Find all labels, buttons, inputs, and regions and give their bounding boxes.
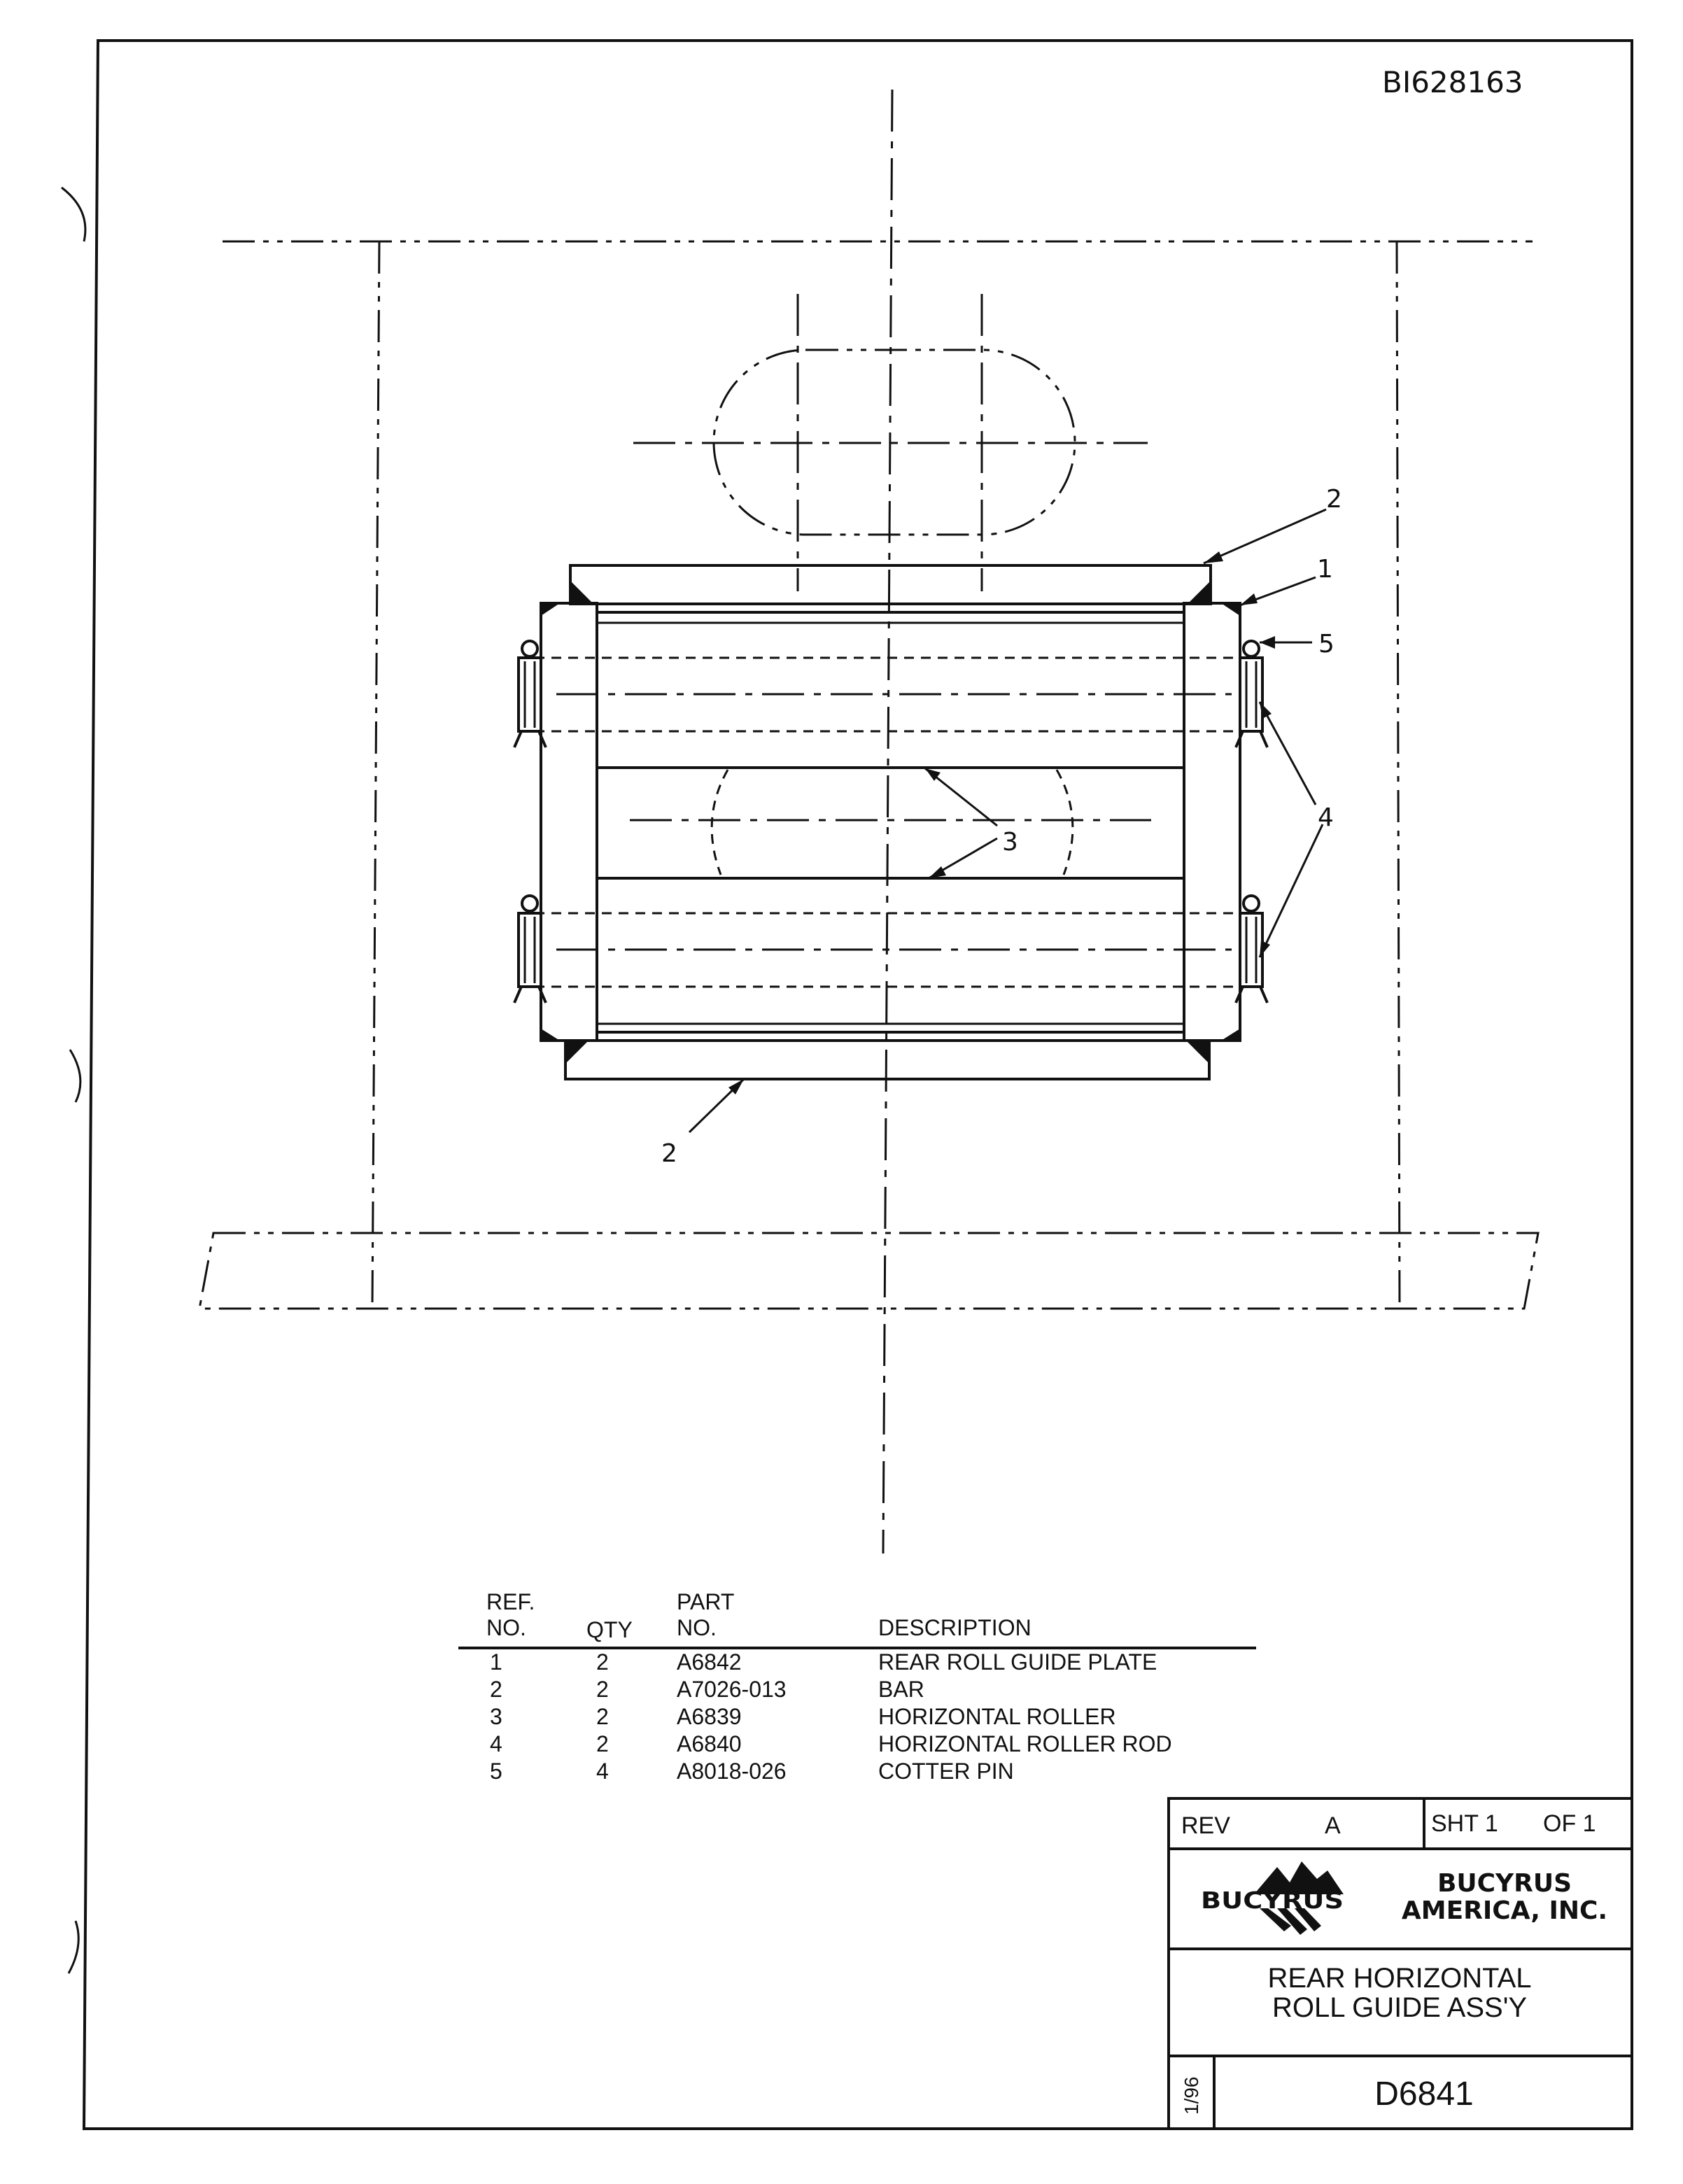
row2-part: A7026-013 bbox=[677, 1677, 787, 1702]
header-description: DESCRIPTION bbox=[878, 1615, 1031, 1640]
row2-description: BAR bbox=[878, 1677, 924, 1702]
drawing-date: 1/96 bbox=[1181, 2077, 1202, 2115]
row5-description: COTTER PIN bbox=[878, 1759, 1014, 1784]
rod-end-left-lower bbox=[513, 894, 547, 1003]
header-qty: QTY bbox=[586, 1617, 633, 1642]
sheet-label: SHT 1 bbox=[1431, 1810, 1498, 1837]
vertical-centerline bbox=[882, 89, 894, 1554]
rev-label: REV bbox=[1181, 1812, 1230, 1839]
row1-qty: 2 bbox=[596, 1649, 609, 1675]
row2-qty: 2 bbox=[596, 1677, 609, 1702]
phantom-frame bbox=[198, 240, 1540, 1310]
callout-2-bottom: 2 bbox=[661, 1139, 677, 1168]
row3-ref: 3 bbox=[490, 1704, 502, 1729]
logo-text: BUCYRUS bbox=[1201, 1887, 1344, 1914]
margin-mark-1 bbox=[61, 186, 87, 242]
title-block: REV A SHT 1 OF 1 BUCYRUS BUCYRUS AMERICA… bbox=[1167, 1797, 1633, 2130]
row3-part: A6839 bbox=[677, 1704, 742, 1729]
row4-part: A6840 bbox=[677, 1731, 742, 1756]
callout-4: 4 bbox=[1318, 803, 1334, 832]
row5-part: A8018-026 bbox=[677, 1759, 787, 1784]
row4-ref: 4 bbox=[490, 1731, 502, 1756]
callout-leaders bbox=[688, 508, 1327, 1134]
row5-qty: 4 bbox=[596, 1759, 609, 1784]
drawing-number: D6841 bbox=[1374, 2076, 1473, 2113]
row1-description: REAR ROLL GUIDE PLATE bbox=[878, 1649, 1157, 1675]
row5-ref: 5 bbox=[490, 1759, 502, 1784]
row2-ref: 2 bbox=[490, 1677, 502, 1702]
rod-end-right-upper bbox=[1234, 640, 1269, 748]
callout-2-top: 2 bbox=[1326, 485, 1342, 514]
header-part-line2: NO. bbox=[677, 1615, 717, 1640]
company-line2: AMERICA, INC. bbox=[1402, 1896, 1607, 1925]
rev-value: A bbox=[1325, 1812, 1341, 1839]
parts-list: REF. NO. QTY PART NO. DESCRIPTION 1 2 A6… bbox=[458, 1589, 1256, 1784]
margin-mark-3 bbox=[67, 1920, 80, 1974]
callout-1: 1 bbox=[1317, 555, 1333, 584]
header-ref-line1: REF. bbox=[486, 1589, 535, 1614]
row3-qty: 2 bbox=[596, 1704, 609, 1729]
rod-end-left-upper bbox=[513, 640, 547, 748]
header-ref-line2: NO. bbox=[486, 1615, 526, 1640]
title-line2: ROLL GUIDE ASS'Y bbox=[1272, 1992, 1527, 2023]
bucyrus-logo: BUCYRUS bbox=[1201, 1861, 1344, 1935]
header-part-line1: PART bbox=[677, 1589, 734, 1614]
row3-description: HORIZONTAL ROLLER bbox=[878, 1704, 1116, 1729]
company-line1: BUCYRUS bbox=[1437, 1869, 1572, 1898]
row4-qty: 2 bbox=[596, 1731, 609, 1756]
callout-3: 3 bbox=[1002, 828, 1018, 857]
row4-description: HORIZONTAL ROLLER ROD bbox=[878, 1731, 1172, 1756]
row1-ref: 1 bbox=[490, 1649, 502, 1675]
row1-part: A6842 bbox=[677, 1649, 742, 1675]
roll-guide-assembly bbox=[513, 564, 1269, 1080]
margin-mark-2 bbox=[69, 1049, 82, 1103]
document-id: BI628163 bbox=[1382, 65, 1523, 99]
callout-5: 5 bbox=[1318, 630, 1335, 658]
of-label: OF 1 bbox=[1543, 1810, 1596, 1837]
title-line1: REAR HORIZONTAL bbox=[1267, 1963, 1531, 1994]
